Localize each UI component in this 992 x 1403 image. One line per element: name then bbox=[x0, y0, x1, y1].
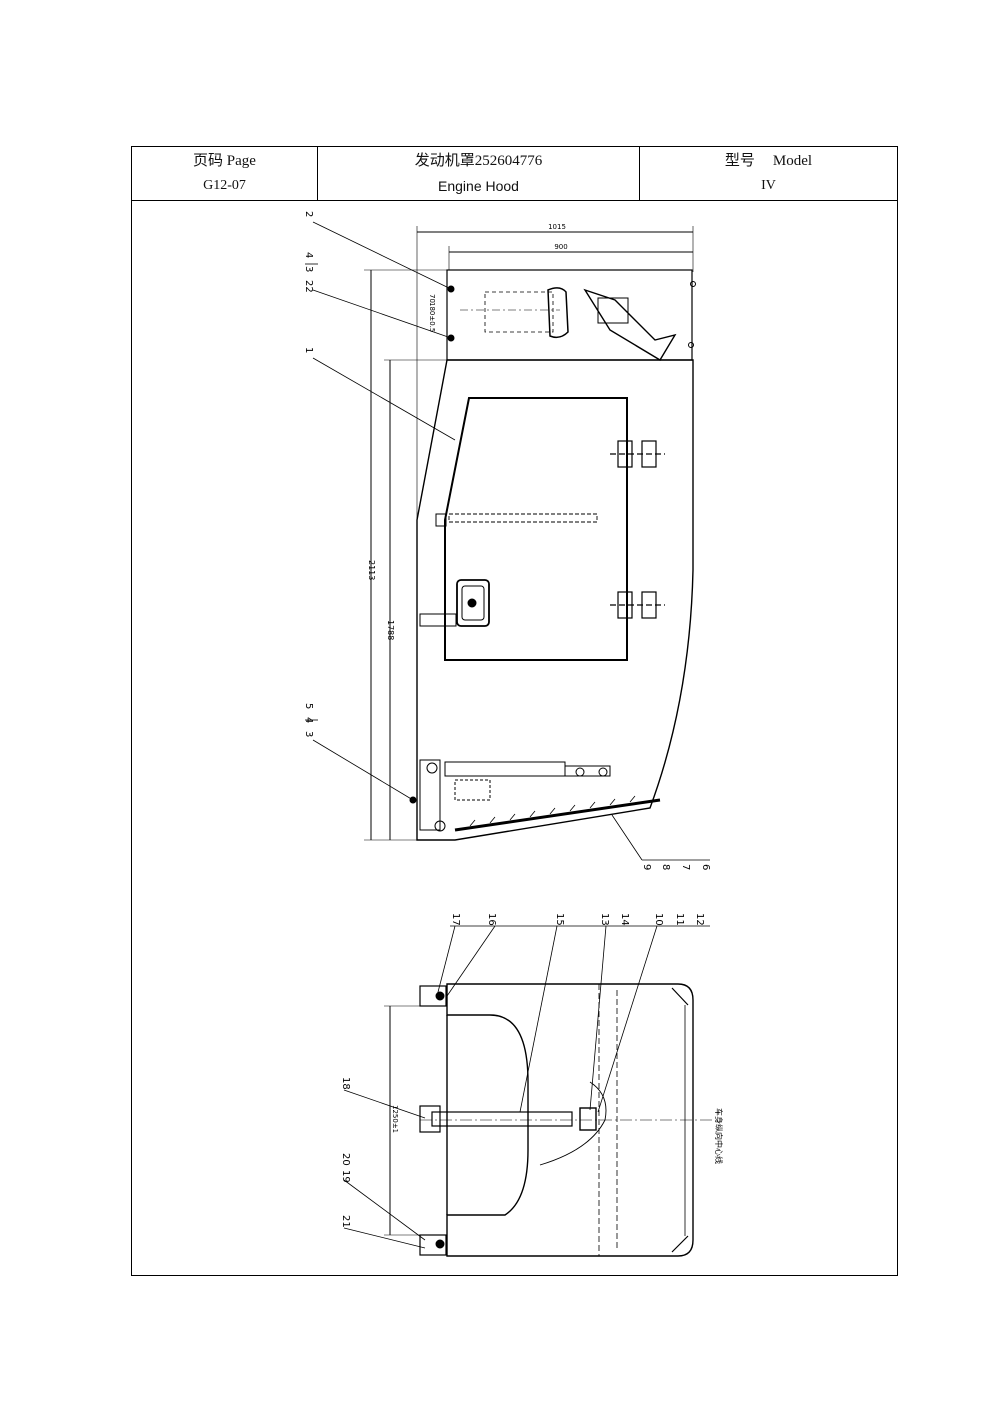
callout-8: 8 bbox=[660, 864, 671, 870]
dim-main-height: 1788 bbox=[386, 620, 395, 640]
callout-13: 13 bbox=[599, 913, 610, 926]
callout-4b: 4 bbox=[303, 717, 314, 723]
model-label-en: Model bbox=[772, 153, 813, 169]
callout-22: 22 bbox=[303, 280, 314, 293]
dim-overall-width: 1015 bbox=[548, 223, 566, 231]
callout-17: 17 bbox=[450, 913, 461, 926]
callout-19: 19 bbox=[340, 1170, 351, 1183]
dim-small-b: 180±0.5 bbox=[428, 302, 436, 332]
model-label-cn: 型号 bbox=[724, 153, 755, 169]
top-view: 1015 900 70 180±0.5 bbox=[303, 211, 711, 870]
callout-11: 11 bbox=[674, 913, 685, 926]
callout-21: 21 bbox=[340, 1215, 351, 1228]
callout-15: 15 bbox=[554, 913, 565, 926]
part-title-en: Engine Hood bbox=[438, 178, 519, 194]
model-value: IV bbox=[761, 178, 776, 193]
callout-12: 12 bbox=[694, 913, 705, 926]
callout-16: 16 bbox=[486, 913, 497, 926]
callout-1: 1 bbox=[303, 347, 314, 353]
hood-top-panel bbox=[446, 269, 693, 361]
drawing-sheet: 页码 Page G12-07 发动机罩252604776 Engine Hood… bbox=[131, 146, 898, 1276]
callout-2: 2 bbox=[303, 211, 314, 217]
dim-total-height: 2113 bbox=[367, 560, 376, 580]
hood-main-outline bbox=[416, 359, 694, 841]
page-number: G12-07 bbox=[203, 178, 246, 193]
part-title-cell: 发动机罩252604776 Engine Hood bbox=[318, 147, 640, 200]
callout-5: 5 bbox=[303, 703, 314, 709]
hood-lock bbox=[456, 579, 490, 627]
model-label-line: 型号 Model bbox=[640, 154, 897, 169]
centerline-note: 车身纵向中心线 bbox=[714, 1108, 724, 1164]
hood-front-outline bbox=[446, 983, 694, 1257]
part-number: 252604776 bbox=[474, 153, 543, 169]
callout-7: 7 bbox=[680, 864, 691, 870]
callout-10: 10 bbox=[653, 913, 664, 926]
dim-small-a: 70 bbox=[428, 294, 436, 303]
model-cell: 型号 Model IV bbox=[640, 147, 897, 200]
dim-front-width: 1250±1 bbox=[391, 1105, 399, 1133]
callout-9: 9 bbox=[641, 864, 652, 870]
callout-18: 18 bbox=[340, 1077, 351, 1090]
title-block: 页码 Page G12-07 发动机罩252604776 Engine Hood… bbox=[132, 147, 897, 201]
dim-inner-width: 900 bbox=[554, 243, 567, 251]
part-title-cn-line: 发动机罩252604776 bbox=[318, 154, 639, 169]
callout-3b: 3 bbox=[303, 731, 314, 737]
callout-14: 14 bbox=[619, 913, 630, 926]
page-cell: 页码 Page G12-07 bbox=[132, 147, 318, 200]
callout-3: 3 bbox=[303, 266, 314, 272]
part-title-cn: 发动机罩 bbox=[414, 153, 475, 169]
callout-6: 6 bbox=[700, 864, 711, 870]
page-label: 页码 Page bbox=[193, 153, 256, 169]
front-view: 1250±1 17 16 15 13 14 10 11 12 18 20 19 … bbox=[340, 913, 724, 1257]
callout-4: 4 bbox=[303, 252, 314, 258]
hood-inner-panel bbox=[444, 397, 628, 661]
callout-20: 20 bbox=[340, 1153, 351, 1166]
